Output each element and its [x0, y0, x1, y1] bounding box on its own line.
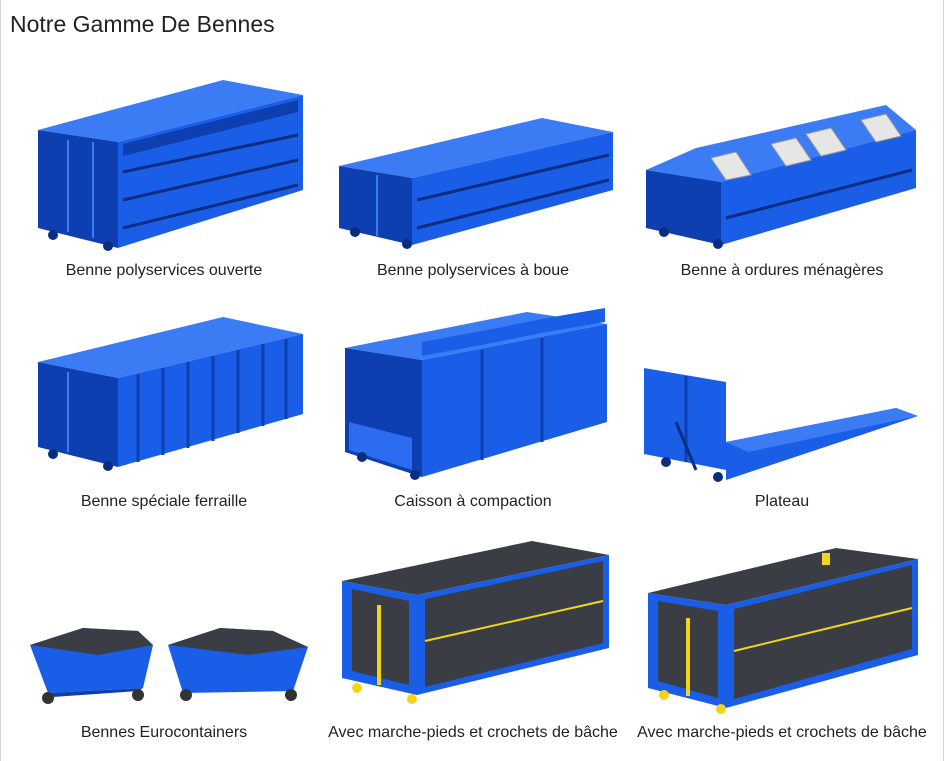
product-card-household-skip[interactable]: Benne à ordures ménagères [626, 60, 938, 290]
product-label[interactable]: Benne à ordures ménagères [680, 262, 884, 279]
product-card-open-skip[interactable]: Benne polyservices ouverte [8, 60, 320, 290]
compaction-box-image [345, 308, 607, 480]
product-label[interactable]: Plateau [754, 493, 810, 510]
product-label[interactable]: Benne spéciale ferraille [80, 493, 248, 510]
product-card-mud-skip[interactable]: Benne polyservices à boue [317, 60, 629, 290]
product-label[interactable]: Caisson à compaction [394, 493, 552, 510]
product-label[interactable]: Avec marche-pieds et crochets de bâche [328, 724, 618, 741]
product-label[interactable]: Avec marche-pieds et crochets de bâche [637, 724, 927, 741]
product-card-steps-hooks-2[interactable]: Avec marche-pieds et crochets de bâche [626, 523, 938, 753]
mud-multiservice-skip-image [339, 118, 613, 249]
open-multiservice-skip-image [38, 80, 303, 251]
skip-with-steps-hooks-image [342, 541, 609, 704]
product-card-plateau[interactable]: Plateau [626, 292, 938, 522]
product-card-scrap-skip[interactable]: Benne spéciale ferraille [8, 292, 320, 522]
eurocontainers-image [30, 628, 308, 704]
page-title: Notre Gamme De Bennes [10, 11, 275, 37]
scrap-metal-skip-image [38, 317, 303, 471]
flatbed-platform-image [644, 368, 918, 482]
product-label[interactable]: Benne polyservices ouverte [65, 262, 263, 279]
household-waste-skip-image [646, 105, 916, 249]
product-card-eurocontainers[interactable]: Bennes Eurocontainers [8, 523, 320, 753]
product-label[interactable]: Bennes Eurocontainers [80, 724, 248, 741]
skip-with-steps-hooks-image-2 [648, 548, 918, 714]
product-card-compaction-box[interactable]: Caisson à compaction [317, 292, 629, 522]
product-label[interactable]: Benne polyservices à boue [376, 262, 570, 279]
product-card-steps-hooks-1[interactable]: Avec marche-pieds et crochets de bâche [317, 523, 629, 753]
